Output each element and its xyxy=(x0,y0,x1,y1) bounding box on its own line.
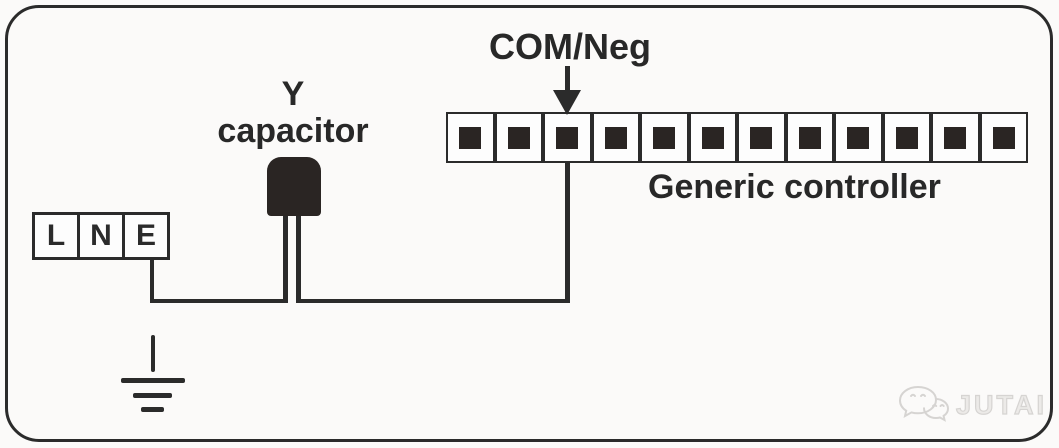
terminal-contact-square xyxy=(604,126,627,149)
capacitor-body xyxy=(267,157,321,216)
terminal-contact-square xyxy=(459,126,482,149)
terminal-cell xyxy=(591,112,640,163)
wire-earth-down xyxy=(150,258,154,303)
terminal-contact-square xyxy=(750,126,773,149)
ground-symbol-bar3 xyxy=(141,407,164,412)
power-terminal-e: E xyxy=(122,212,170,260)
power-terminal-l: L xyxy=(32,212,80,260)
ground-symbol-bar2 xyxy=(133,393,172,398)
capacitor-label: Y capacitor xyxy=(193,76,393,150)
terminal-cell xyxy=(979,112,1028,163)
terminal-contact-square xyxy=(944,126,967,149)
controller-label: Generic controller xyxy=(648,168,941,206)
com-neg-label: COM/Neg xyxy=(489,26,651,67)
terminal-contact-square xyxy=(992,126,1015,149)
terminal-cell xyxy=(688,112,737,163)
terminal-cell xyxy=(446,112,495,163)
terminal-cell xyxy=(882,112,931,163)
terminal-cell xyxy=(834,112,883,163)
terminal-cell xyxy=(737,112,786,163)
terminal-contact-square xyxy=(895,126,918,149)
terminal-cell xyxy=(785,112,834,163)
down-arrow-icon xyxy=(565,66,570,94)
terminal-contact-square xyxy=(507,126,530,149)
capacitor-label-line1: Y xyxy=(281,75,305,113)
terminal-contact-square xyxy=(556,126,579,149)
terminal-contact-square xyxy=(701,126,724,149)
brand-watermark: JUTAI xyxy=(896,384,1047,426)
terminal-contact-square xyxy=(847,126,870,149)
capacitor-label-line2: capacitor xyxy=(217,112,369,150)
terminal-strip xyxy=(446,112,1028,163)
terminal-cell-com xyxy=(543,112,592,163)
ground-symbol-stem xyxy=(151,335,155,372)
capacitor-right-leg xyxy=(296,214,301,303)
terminal-cell xyxy=(931,112,980,163)
chat-bubbles-icon xyxy=(898,385,950,422)
wire-earth-to-capacitor xyxy=(150,299,288,303)
power-terminal-n: N xyxy=(77,212,125,260)
capacitor-left-leg xyxy=(283,214,288,303)
diagram-border xyxy=(5,5,1053,442)
watermark-text: JUTAI xyxy=(955,389,1048,420)
terminal-contact-square xyxy=(798,126,821,149)
ground-symbol-bar1 xyxy=(121,378,185,383)
down-arrow-head-icon xyxy=(553,90,581,115)
terminal-contact-square xyxy=(653,126,676,149)
terminal-cell xyxy=(640,112,689,163)
wire-com-up xyxy=(565,161,570,303)
terminal-cell xyxy=(494,112,543,163)
wire-capacitor-to-com xyxy=(296,299,570,303)
